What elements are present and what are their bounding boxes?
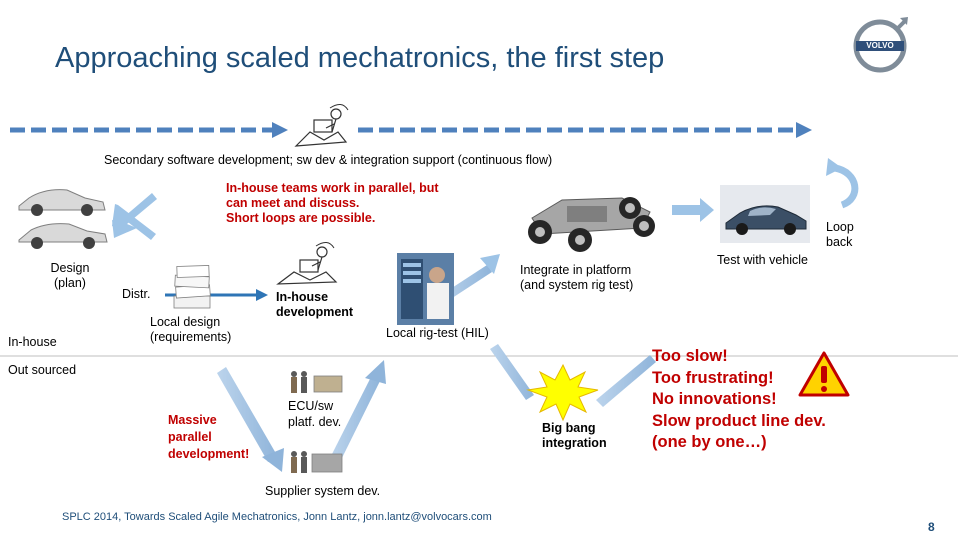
- local-design-line-1: Local design: [150, 315, 221, 329]
- warning-line-1: Too slow!: [652, 347, 728, 365]
- warning-line-2: Too frustrating!: [652, 368, 774, 387]
- test-with-vehicle-label: Test with vehicle: [717, 253, 809, 267]
- supplier-figures-ecu-icon: [288, 368, 344, 398]
- footer-text: SPLC 2014, Towards Scaled Agile Mechatro…: [62, 511, 492, 523]
- document-stack-icon: [170, 262, 214, 312]
- page-number: 8: [928, 520, 935, 534]
- inhouse-developer-sketch-icon: [272, 240, 342, 290]
- warning-text-block: Too slow! Too frustrating! No innovation…: [652, 346, 826, 454]
- big-bang-line-1: Big bang: [542, 421, 596, 435]
- ecu-sw-line-1: ECU/sw: [288, 399, 334, 413]
- big-bang-label: Big bang integration: [542, 421, 607, 451]
- test-vehicle-image: [720, 185, 810, 243]
- loop-back-label: Loop back: [826, 220, 854, 250]
- inhouse-development-line-2: development: [276, 305, 354, 319]
- warning-line-3: No innovations!: [652, 390, 777, 408]
- inhouse-development-label: In-house development: [276, 290, 353, 320]
- inhouse-teams-text: In-house teams work in parallel, but can…: [226, 181, 439, 226]
- arrow-up-rig: [330, 375, 381, 462]
- loop-back-arrow: [834, 164, 859, 209]
- supplier-figures-system-icon: [288, 448, 344, 478]
- in-house-label: In-house: [8, 335, 57, 349]
- car-images-left: [15, 180, 110, 250]
- design-plan-label: Design (plan): [47, 261, 93, 291]
- arrow-up-platform-head: [480, 254, 500, 274]
- distr-arrow-head: [256, 289, 268, 301]
- developer-sketch-icon: [290, 102, 352, 152]
- massive-parallel-line-2: parallel: [168, 430, 212, 444]
- inhouse-teams-line-2: can meet and discuss.: [226, 196, 360, 210]
- ecu-sw-line-2: platf. dev.: [288, 415, 342, 429]
- integrate-platform-label: Integrate in platform (and system rig te…: [520, 263, 633, 293]
- arrow-down-bigbang: [490, 344, 534, 400]
- arrow-down-massive-head: [262, 448, 284, 472]
- warning-line-4: Slow product line dev.: [652, 411, 826, 430]
- local-design-line-2: (requirements): [150, 330, 232, 344]
- loop-back-line-1: Loop: [826, 220, 854, 234]
- big-bang-starburst: [526, 363, 599, 422]
- arrow-to-vehicle: [672, 198, 714, 222]
- arrow-up-rig-head: [365, 360, 386, 384]
- arrow-down-massive: [217, 367, 278, 462]
- warning-icon: [798, 350, 850, 398]
- warning-line-5: (one by one…): [652, 433, 767, 451]
- hil-rig-image: [397, 253, 454, 325]
- logo-text: VOLVO: [866, 41, 894, 50]
- car-platform-image: [512, 178, 662, 256]
- massive-parallel-label: Massive parallel development!: [168, 412, 249, 463]
- big-bang-line-2: integration: [542, 436, 607, 450]
- integrate-platform-line-1: Integrate in platform: [520, 263, 632, 277]
- secondary-sw-label: Secondary software development; sw dev &…: [104, 153, 553, 167]
- massive-parallel-line-3: development!: [168, 447, 250, 461]
- slide-title: Approaching scaled mechatronics, the fir…: [55, 42, 665, 74]
- volvo-logo: VOLVO: [850, 14, 910, 74]
- design-plan-line-2: (plan): [54, 276, 86, 290]
- integrate-platform-line-2: (and system rig test): [520, 278, 634, 292]
- arrow-cars-up: [112, 193, 157, 238]
- out-sourced-label: Out sourced: [8, 363, 77, 377]
- supplier-system-label: Supplier system dev.: [265, 484, 381, 498]
- inhouse-development-line-1: In-house: [276, 290, 329, 304]
- design-plan-line-1: Design: [50, 261, 90, 275]
- local-design-label: Local design (requirements): [150, 315, 231, 345]
- ecu-sw-label: ECU/sw platf. dev.: [288, 398, 341, 430]
- local-rig-test-label: Local rig-test (HIL): [386, 326, 489, 340]
- dashed-arrow-right-head: [796, 122, 812, 138]
- massive-parallel-line-1: Massive: [168, 413, 217, 427]
- arrow-up-bigbang: [596, 355, 656, 407]
- loop-back-line-2: back: [826, 235, 853, 249]
- inhouse-teams-line-1: In-house teams work in parallel, but: [226, 181, 439, 195]
- dashed-arrow-left-head: [272, 122, 288, 138]
- inhouse-teams-line-3: Short loops are possible.: [226, 211, 376, 225]
- loop-back-arrow-head: [826, 158, 842, 176]
- distr-label: Distr.: [122, 287, 151, 301]
